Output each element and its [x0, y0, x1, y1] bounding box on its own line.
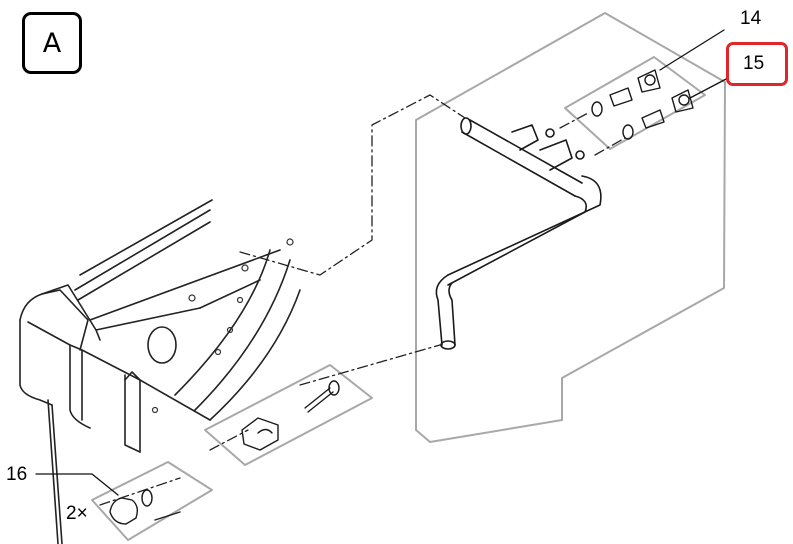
- hardware-panel-lower: [204, 364, 373, 466]
- machine-body: [19, 199, 301, 544]
- callout-16: 16: [6, 464, 28, 485]
- exploded-view-panel: [415, 12, 726, 443]
- cap-nut-and-washer: [109, 489, 181, 525]
- hardware-panel-upper: [564, 56, 706, 150]
- leader-14: [659, 29, 725, 71]
- hardware-panel-bottom: [91, 461, 213, 541]
- leader-lines: [35, 29, 729, 496]
- view-label-badge: A: [22, 12, 82, 74]
- mounting-holes: [151, 238, 294, 414]
- pipe-assembly: [435, 117, 602, 350]
- view-label-text: A: [42, 27, 62, 59]
- callout-15-highlight: [726, 42, 788, 86]
- leader-16: [35, 473, 119, 496]
- callout-14: 14: [740, 8, 762, 29]
- leader-15: [689, 77, 729, 99]
- quantity-label: 2×: [66, 503, 88, 524]
- assembly-lines: [99, 94, 626, 506]
- callout-15: 15: [743, 53, 765, 74]
- clip-and-screw: [241, 380, 340, 451]
- fittings-upper: [591, 69, 694, 140]
